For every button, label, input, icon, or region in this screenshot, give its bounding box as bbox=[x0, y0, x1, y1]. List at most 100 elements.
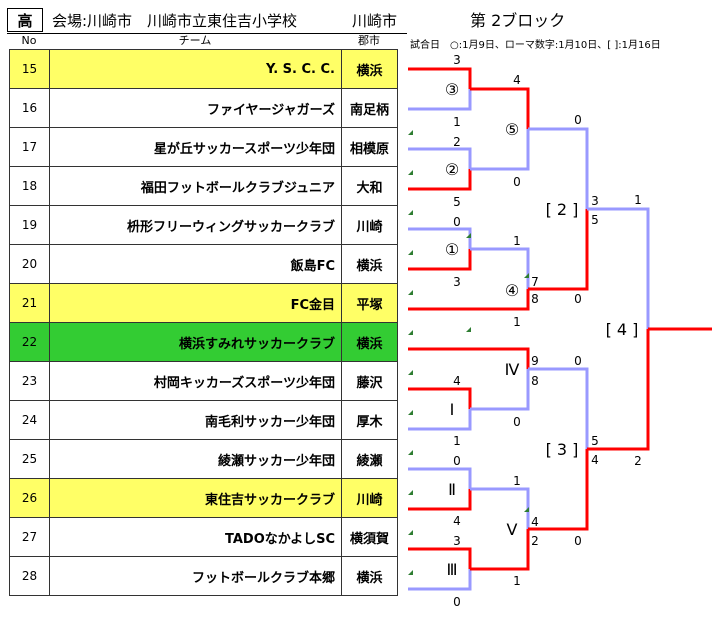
team-number: 21 bbox=[9, 283, 50, 323]
score: 2 bbox=[634, 454, 642, 468]
team-prefecture: 南足柄 bbox=[341, 88, 398, 128]
score-marker-icon bbox=[466, 327, 471, 332]
score: 0 bbox=[453, 454, 461, 468]
score-marker-icon bbox=[408, 530, 413, 535]
team-name: 星が丘サッカースポーツ少年団 bbox=[49, 127, 342, 167]
score: 1 bbox=[453, 434, 461, 448]
bracket-line-win bbox=[408, 347, 530, 369]
bracket-line-win bbox=[528, 209, 589, 291]
bracket-line-lose bbox=[470, 369, 530, 411]
match-label: Ⅲ bbox=[446, 560, 457, 579]
score: 1 bbox=[513, 234, 521, 248]
match-label: ① bbox=[445, 240, 459, 259]
bracket-line-lose bbox=[587, 207, 650, 329]
team-name: 南毛利サッカー少年団 bbox=[49, 400, 342, 440]
score-marker-icon bbox=[408, 570, 413, 575]
score-marker-icon bbox=[466, 233, 471, 238]
bracket-line-win bbox=[528, 449, 589, 531]
score-marker-icon bbox=[408, 210, 413, 215]
match-label: ④ bbox=[505, 281, 519, 300]
match-label: [ 4 ] bbox=[606, 320, 639, 339]
match-label: Ⅰ bbox=[450, 400, 455, 419]
bracket-line-lose bbox=[528, 127, 589, 209]
score: 1 bbox=[513, 574, 521, 588]
team-prefecture: 横浜 bbox=[341, 322, 398, 362]
team-prefecture: 横須賀 bbox=[341, 517, 398, 557]
team-prefecture: 川崎 bbox=[341, 205, 398, 245]
match-date-legend: 試合日 ○:1月9日、ローマ数字:1月10日、[ ]:1月16日 bbox=[410, 40, 661, 51]
bracket-line-lose bbox=[408, 89, 472, 111]
score: 0 bbox=[574, 354, 582, 368]
bracket-line-lose bbox=[408, 467, 472, 489]
score: 4 bbox=[453, 374, 461, 388]
score-marker-icon bbox=[408, 250, 413, 255]
team-name: フットボールクラブ本郷 bbox=[49, 556, 342, 596]
team-prefecture: 相模原 bbox=[341, 127, 398, 167]
team-name: 枡形フリーウィングサッカークラブ bbox=[49, 205, 342, 245]
pk-score: 3 bbox=[591, 194, 599, 208]
team-name: Y. S. C. C. bbox=[49, 49, 342, 89]
team-prefecture: 綾瀬 bbox=[341, 439, 398, 479]
score: 0 bbox=[513, 415, 521, 429]
city-label: 川崎市 bbox=[352, 12, 398, 30]
bracket-line-lose bbox=[408, 569, 472, 591]
score: 2 bbox=[453, 135, 461, 149]
pk-score: 5 bbox=[591, 213, 599, 227]
score: 3 bbox=[453, 534, 461, 548]
pk-score: 8 bbox=[531, 292, 539, 306]
score: 1 bbox=[634, 193, 642, 207]
venue-title: 会場:川崎市 川崎市立東住吉小学校 bbox=[52, 12, 298, 30]
bracket-line-lose bbox=[408, 409, 472, 431]
pk-score: 4 bbox=[591, 453, 599, 467]
bracket-line-lose bbox=[470, 247, 530, 289]
bracket-line-win bbox=[470, 87, 530, 129]
score-marker-icon bbox=[408, 490, 413, 495]
score: 4 bbox=[453, 514, 461, 528]
team-number: 28 bbox=[9, 556, 50, 596]
match-label: ③ bbox=[445, 80, 459, 99]
team-number: 27 bbox=[9, 517, 50, 557]
team-prefecture: 横浜 bbox=[341, 244, 398, 284]
pk-score: 7 bbox=[531, 275, 539, 289]
block-title: 第 2ブロック bbox=[470, 11, 566, 30]
score-marker-icon bbox=[408, 370, 413, 375]
bracket-line-lose bbox=[470, 487, 530, 529]
score: 1 bbox=[453, 115, 461, 129]
score: 3 bbox=[453, 53, 461, 67]
match-label: Ⅱ bbox=[448, 480, 456, 499]
bracket-line-lose bbox=[470, 129, 530, 171]
bracket-line-win bbox=[408, 289, 530, 311]
match-label: ② bbox=[445, 160, 459, 179]
score: 0 bbox=[453, 215, 461, 229]
score-marker-icon bbox=[408, 130, 413, 135]
bracket-line-win bbox=[408, 489, 472, 511]
score-marker-icon bbox=[524, 507, 529, 512]
score-marker-icon bbox=[408, 450, 413, 455]
column-header-team: チーム bbox=[178, 34, 212, 47]
score: 0 bbox=[574, 292, 582, 306]
bracket-line-lose bbox=[408, 147, 472, 169]
bracket-line-win bbox=[408, 67, 472, 89]
bracket-line-lose bbox=[528, 367, 589, 449]
pk-score: 2 bbox=[531, 534, 539, 548]
column-header-pref: 郡市 bbox=[358, 34, 380, 47]
team-name: TADOなかよしSC bbox=[49, 517, 342, 557]
team-prefecture: 横浜 bbox=[341, 556, 398, 596]
bracket-line-win bbox=[408, 387, 472, 409]
score: 0 bbox=[513, 175, 521, 189]
team-number: 18 bbox=[9, 166, 50, 206]
bracket-line-win bbox=[587, 329, 650, 451]
pk-score: 4 bbox=[531, 515, 539, 529]
score: 3 bbox=[453, 275, 461, 289]
pk-score: 8 bbox=[531, 374, 539, 388]
score: 4 bbox=[513, 73, 521, 87]
match-label: [ 2 ] bbox=[546, 200, 579, 219]
